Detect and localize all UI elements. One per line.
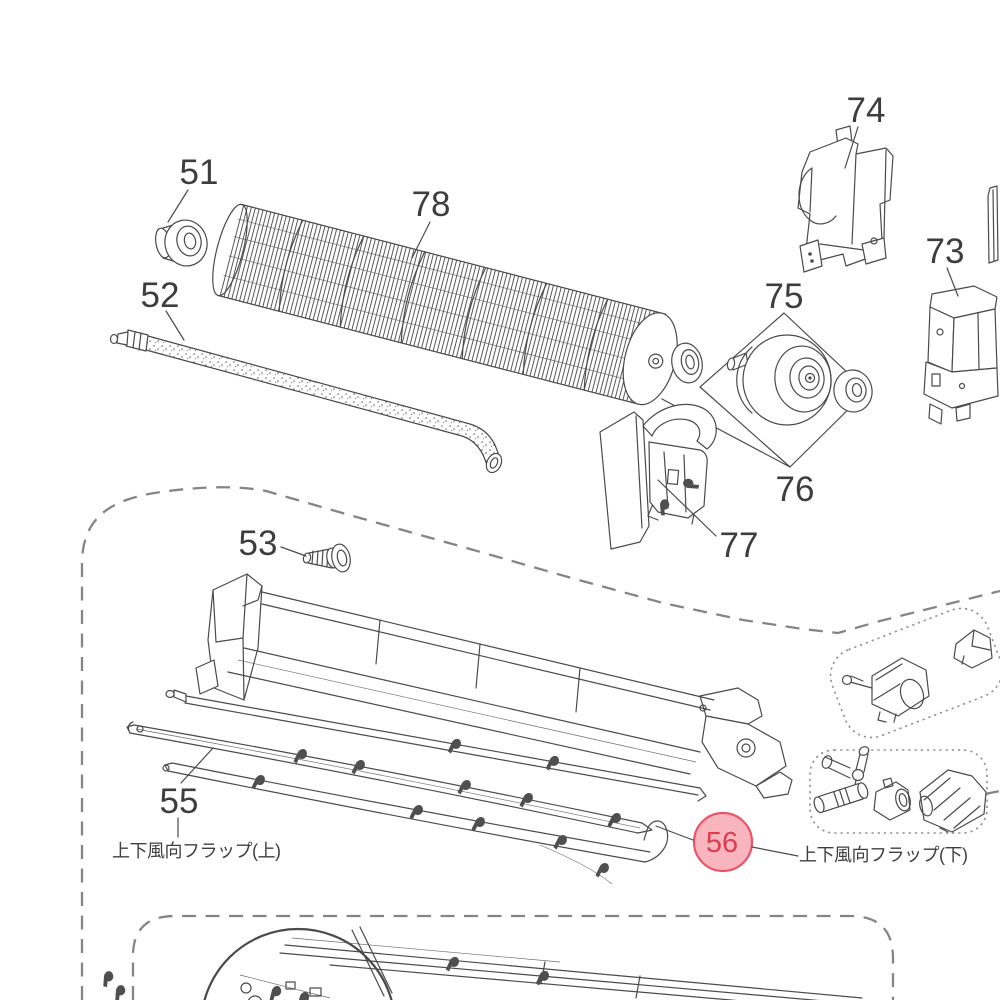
part-56-lower-flap	[162, 762, 669, 885]
connecting-rod-slat	[165, 689, 707, 802]
leader-56-left	[655, 825, 694, 841]
leader-78	[411, 221, 431, 259]
part-75-fan-motor	[671, 334, 873, 426]
part-53-screw	[302, 543, 351, 573]
highlight-balloon-56[interactable]: 56	[692, 811, 754, 873]
inset-flap-motor	[829, 607, 1000, 739]
part-label-77: 77	[720, 526, 759, 565]
part-73-bracket	[923, 285, 999, 425]
leader-77	[657, 479, 717, 537]
bottom-frame-assembly	[195, 573, 793, 799]
part-label-74: 74	[847, 91, 886, 130]
part-label-55: 55	[160, 782, 199, 821]
part-label-75: 75	[765, 277, 804, 316]
part-52-hose	[109, 329, 503, 474]
part-label-51: 51	[180, 153, 219, 192]
leader-56-right	[751, 846, 799, 857]
part-55-upper-flap	[126, 721, 653, 834]
partial-part-right-edge	[987, 185, 999, 264]
part-label-53: 53	[239, 524, 278, 563]
leader-52	[165, 310, 185, 341]
part-51-bushing	[155, 219, 208, 267]
leader-51	[167, 189, 189, 223]
part-name-55: 上下風向フラップ(上)	[112, 841, 281, 861]
detail-view-box	[100, 914, 895, 1000]
leader-55	[180, 747, 214, 784]
unit-body-dashed-outline	[80, 486, 1000, 1000]
part-77-motor-cover	[599, 403, 717, 550]
part-name-56: 上下風向フラップ(下)	[799, 845, 968, 865]
part-label-56: 56	[706, 827, 738, 859]
part-label-76: 76	[776, 470, 815, 509]
leader-53	[280, 546, 307, 557]
part-78-crossflow-fan	[212, 203, 678, 406]
dashed-continuation	[984, 789, 1000, 796]
inset-drain-parts	[809, 746, 988, 834]
part-label-73: 73	[926, 232, 965, 271]
part-label-52: 52	[141, 276, 180, 315]
leader-73	[946, 267, 959, 297]
detail-view-assembly	[203, 926, 863, 1000]
part-74-bracket	[797, 125, 894, 273]
part-label-78: 78	[412, 185, 451, 224]
leader-74	[844, 126, 859, 169]
